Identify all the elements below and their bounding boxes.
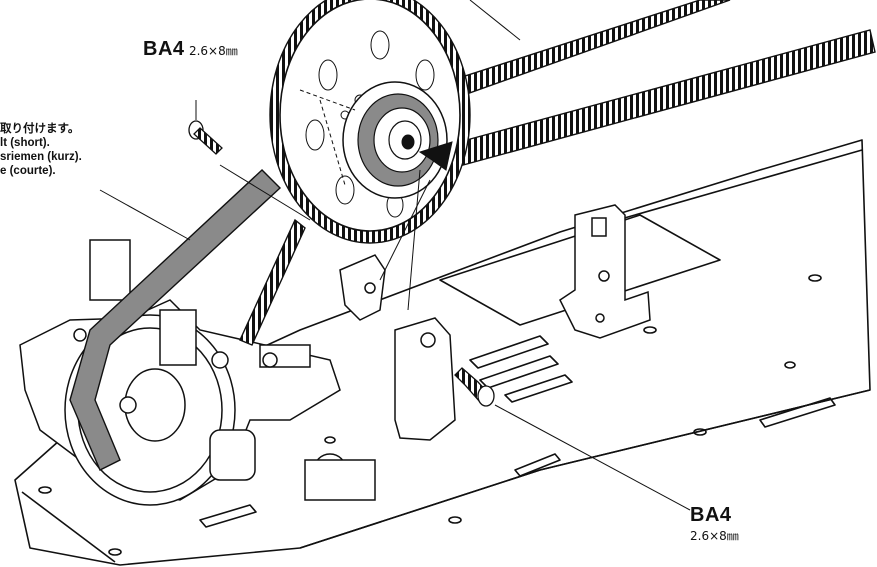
screw-top-icon bbox=[188, 120, 223, 155]
screw-top-code: BA4 bbox=[143, 38, 185, 60]
alignment-lines bbox=[99, 0, 521, 311]
screw-bottom-size: 2.6×8㎜ bbox=[690, 529, 739, 543]
screw-top-size: 2.6×8㎜ bbox=[188, 44, 238, 58]
right-bulkhead bbox=[559, 204, 651, 339]
insert-arrow bbox=[418, 141, 453, 171]
pulley-hub bbox=[342, 81, 448, 199]
front-bracket bbox=[339, 254, 456, 441]
belt-note-en: lt (short). bbox=[0, 137, 50, 149]
screw-bottom-label: BA4 2.6×8㎜ bbox=[690, 504, 739, 544]
screw-bottom-leader bbox=[494, 404, 691, 511]
belt-note-fr: e (courte). bbox=[0, 165, 56, 177]
screw-bottom-icon bbox=[454, 367, 495, 407]
belt-note: 取り付けます。 lt (short). sriemen (kurz). e (c… bbox=[0, 122, 82, 178]
screw-top-label: BA4 2.6×8㎜ bbox=[143, 38, 238, 61]
belt-note-de: sriemen (kurz). bbox=[0, 151, 82, 163]
screw-bottom-code: BA4 bbox=[690, 504, 732, 526]
belt-note-jp: 取り付けます。 bbox=[0, 123, 80, 135]
